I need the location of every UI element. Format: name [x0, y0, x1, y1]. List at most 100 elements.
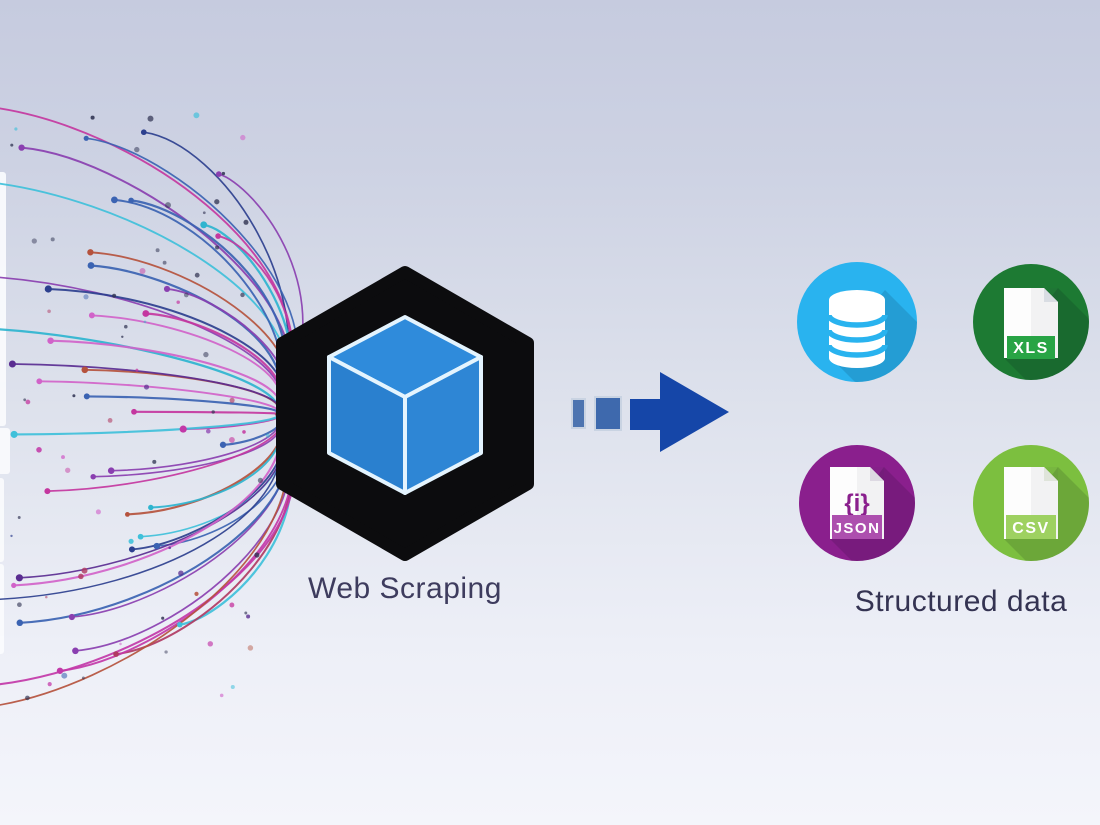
xls-folded-corner — [1044, 288, 1058, 302]
scatter-dot — [17, 602, 22, 608]
stream-line — [132, 410, 279, 416]
cube-icon — [327, 315, 483, 495]
stream-line-origin-dot — [215, 233, 221, 239]
stream-line — [18, 412, 291, 624]
stream-line-origin-dot — [125, 512, 130, 517]
scatter-dot — [61, 455, 65, 460]
scatter-dot — [228, 436, 235, 443]
scatter-dot — [128, 538, 134, 544]
scatter-dot — [254, 552, 260, 558]
stream-line-origin-dot — [200, 221, 208, 229]
stream-line — [0, 413, 289, 706]
stream-line — [139, 413, 285, 538]
database-cylinder — [826, 290, 888, 368]
stream-line-origin-dot — [88, 312, 95, 319]
stream-line-origin-dot — [140, 129, 147, 136]
stream-line-origin-dot — [68, 613, 76, 621]
stream-line-origin-dot — [44, 488, 51, 495]
scatter-dot — [25, 399, 31, 405]
scatter-dot — [65, 467, 71, 473]
scatter-dot — [45, 595, 48, 599]
arrow-head — [630, 372, 729, 452]
csv-label: CSV — [1012, 520, 1049, 537]
scatter-dot — [221, 171, 226, 176]
scatter-dot — [247, 645, 254, 651]
scatter-dot — [143, 384, 150, 390]
stream-line-origin-dot — [10, 430, 18, 438]
scatter-dot — [194, 272, 200, 278]
scatter-dot — [229, 397, 235, 403]
cube-right-face — [403, 355, 483, 495]
web-scraping-engine — [276, 266, 534, 561]
scatter-dot — [164, 650, 168, 654]
scatter-dot — [176, 300, 180, 304]
database-separators — [826, 314, 888, 358]
scatter-dot — [107, 418, 113, 423]
stream-line-origin-dot — [219, 441, 227, 448]
stream-line-origin-dot — [107, 467, 115, 474]
scatter-dot — [121, 335, 124, 339]
scatter-dot — [81, 567, 88, 574]
scatter-dot — [72, 394, 76, 398]
page-edge-strip — [0, 478, 4, 562]
scatter-dot — [112, 293, 117, 298]
scatter-dot — [155, 248, 160, 253]
scatter-dot — [205, 428, 211, 434]
stream-line-origin-dot — [18, 144, 25, 151]
stream-line — [12, 412, 282, 587]
scatter-dot — [47, 309, 51, 314]
data-stream-dots — [8, 112, 270, 701]
scatter-dot — [50, 237, 55, 242]
arrow-dash-large — [594, 396, 622, 431]
arrow-dash-small — [571, 398, 586, 429]
xls-file-icon: XLS — [973, 264, 1089, 380]
scatter-dot — [25, 695, 30, 701]
scatter-dot — [230, 684, 235, 690]
stream-line-origin-dot — [128, 197, 134, 204]
page-edge-strip — [0, 172, 6, 426]
scatter-dot — [178, 570, 184, 576]
scatter-dot — [161, 616, 165, 620]
scatter-dot — [193, 112, 200, 119]
scatter-dot — [61, 672, 68, 679]
stream-line — [74, 413, 292, 652]
scatter-dot — [36, 447, 42, 453]
csv-folded-corner — [1044, 467, 1058, 481]
stream-line — [13, 412, 279, 436]
stream-line-origin-dot — [90, 473, 96, 480]
scatter-dot — [207, 641, 214, 647]
stream-line-origin-dot — [153, 542, 161, 550]
scatter-dot — [14, 127, 18, 131]
scatter-dot — [162, 260, 167, 265]
scatter-dot — [135, 368, 139, 372]
stream-line-origin-dot — [11, 582, 17, 588]
scatter-dot — [183, 292, 189, 298]
json-folded-corner — [870, 467, 884, 481]
database-icon — [797, 262, 917, 382]
scatter-dot — [23, 398, 27, 402]
csv-file-icon: CSV — [973, 445, 1089, 561]
left-page-edge — [0, 172, 10, 654]
csv-banner — [1006, 515, 1056, 539]
stream-line-origin-dot — [36, 378, 43, 385]
stream-line-origin-dot — [44, 285, 52, 293]
stream-line-origin-dot — [215, 171, 222, 177]
stream-line-origin-dot — [113, 651, 119, 657]
xls-banner — [1007, 336, 1055, 359]
stream-line-origin-dot — [72, 647, 79, 655]
stream-line-origin-dot — [15, 574, 23, 582]
xls-label: XLS — [1013, 340, 1049, 357]
stream-line-origin-dot — [8, 360, 16, 368]
stream-line-origin-dot — [81, 366, 89, 374]
stream-line-origin-dot — [83, 135, 89, 141]
json-braces-glyph: {i} — [844, 490, 869, 517]
scatter-dot — [265, 433, 270, 438]
scatter-dot — [203, 351, 209, 358]
flow-arrow — [571, 372, 729, 452]
scatter-dot — [244, 611, 248, 615]
stream-line-origin-dot — [131, 408, 137, 415]
scatter-dot — [17, 516, 21, 519]
stream-line-origin-dot — [148, 504, 154, 511]
stream-line-origin-dot — [16, 619, 24, 627]
